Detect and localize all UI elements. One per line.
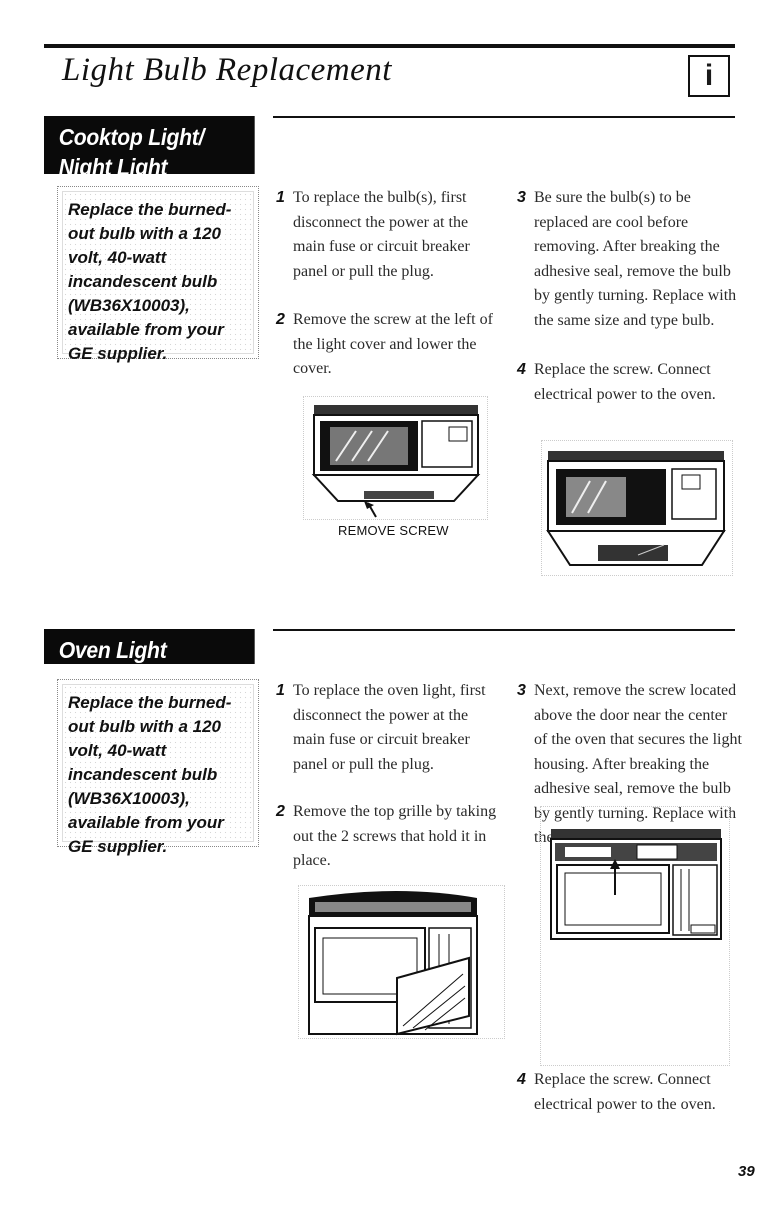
step-text: Be sure the bulb(s) to be replaced are c… [534,189,737,329]
tip-box-oven: Replace the burned-out bulb with a 120 v… [57,679,259,856]
step-number: 4 [517,361,526,378]
step-number: 1 [276,189,285,206]
step-1: 1 To replace the oven light, first disco… [276,679,503,777]
step-2: 2 Remove the screw at the left of the li… [276,308,503,382]
step-text: To replace the bulb(s), first disconnect… [293,189,470,280]
section-header-oven-light: Oven Light [44,629,255,664]
figure-caption: REMOVE SCREW [338,523,449,538]
step-text: Replace the screw. Connect electrical po… [534,361,716,403]
step-text: Remove the top grille by taking out the … [293,803,497,869]
microwave-cover-lowered-illustration [541,440,733,576]
page-number: 39 [738,1163,755,1180]
section-title-line2: Night Light [58,154,168,180]
step-number: 1 [276,682,285,699]
step-2: 2 Remove the top grille by taking out th… [276,800,503,874]
step-3: 3 Next, remove the screw located above t… [517,679,744,851]
section-title: Oven Light [58,637,167,663]
grille-removal-illustration [298,885,505,1039]
section-title-line1: Cooktop Light/ [58,124,205,150]
step-text: To replace the oven light, first disconn… [293,682,486,773]
step-text: Next, remove the screw located above the… [534,682,742,846]
step-number: 2 [276,311,285,328]
step-3: 3 Be sure the bulb(s) to be replaced are… [517,186,744,333]
tip-text: Replace the burned-out bulb with a 120 v… [68,200,232,363]
step-1: 1 To replace the bulb(s), first disconne… [276,186,503,284]
step-number: 2 [276,803,285,820]
step-text: Replace the screw. Connect electrical po… [534,1071,716,1113]
section-rule [273,116,735,118]
step-4: 4 Replace the screw. Connect electrical … [517,358,744,407]
microwave-remove-screw-illustration [303,396,488,520]
section-rule [273,629,735,631]
step-number: 3 [517,682,526,699]
tip-text: Replace the burned-out bulb with a 120 v… [68,693,232,856]
info-icon: i [688,55,730,97]
header-rule [44,44,735,48]
light-housing-illustration [540,806,730,1066]
step-text: Remove the screw at the left of the ligh… [293,311,493,377]
step-number: 4 [517,1071,526,1088]
tip-box-cooktop: Replace the burned-out bulb with a 120 v… [57,186,259,363]
step-number: 3 [517,189,526,206]
step-4: 4 Replace the screw. Connect electrical … [517,1068,744,1117]
section-header-cooktop-light: Cooktop Light/ Night Light [44,116,255,180]
page-title: Light Bulb Replacement [62,52,392,88]
